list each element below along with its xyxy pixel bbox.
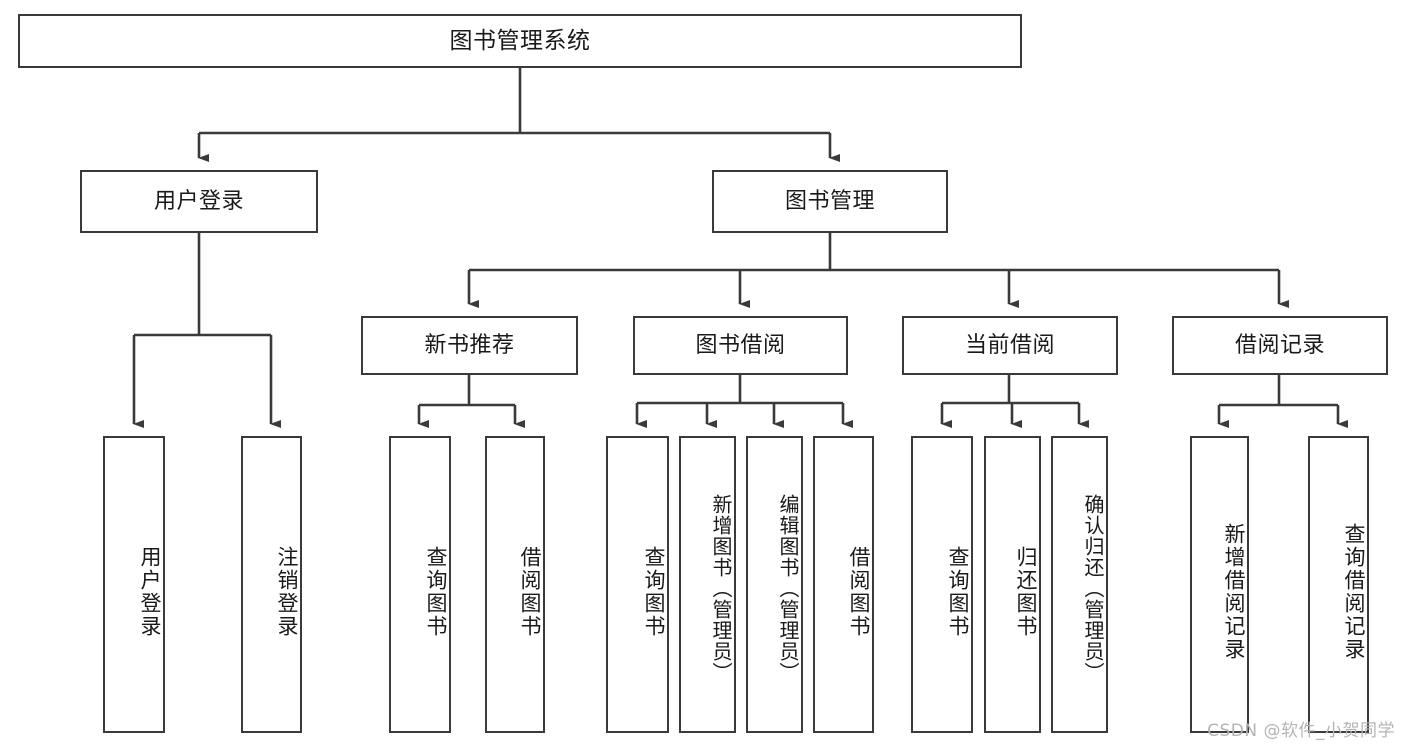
node-leaf-query-book-2[interactable]: 查询图书 [606,436,669,733]
node-book-manage[interactable]: 图书管理 [712,170,948,233]
node-leaf-borrow-book-1[interactable]: 借阅图书 [485,436,545,733]
node-user-login[interactable]: 用户登录 [80,170,318,233]
node-current-borrow[interactable]: 当前借阅 [902,316,1118,375]
node-borrow-record[interactable]: 借阅记录 [1172,316,1388,375]
node-new-book-recommend[interactable]: 新书推荐 [361,316,578,375]
node-leaf-user-logout[interactable]: 注销登录 [241,436,302,733]
node-leaf-user-login[interactable]: 用户登录 [103,436,165,733]
node-leaf-query-borrow-record[interactable]: 查询借阅记录 [1308,436,1369,733]
node-leaf-query-book-1[interactable]: 查询图书 [389,436,451,733]
node-leaf-edit-book-admin[interactable]: 编辑图书（管理员） [746,436,803,733]
node-root-system[interactable]: 图书管理系统 [18,14,1022,68]
csdn-watermark: CSDN @软件_小贺同学 [1207,721,1395,741]
node-leaf-borrow-book-2[interactable]: 借阅图书 [813,436,874,733]
node-leaf-add-book-admin[interactable]: 新增图书（管理员） [679,436,736,733]
node-leaf-confirm-return-admin[interactable]: 确认归还（管理员） [1051,436,1108,733]
node-leaf-query-book-3[interactable]: 查询图书 [911,436,973,733]
node-leaf-return-book[interactable]: 归还图书 [984,436,1041,733]
node-book-borrow[interactable]: 图书借阅 [633,316,848,375]
node-leaf-add-borrow-record[interactable]: 新增借阅记录 [1190,436,1249,733]
